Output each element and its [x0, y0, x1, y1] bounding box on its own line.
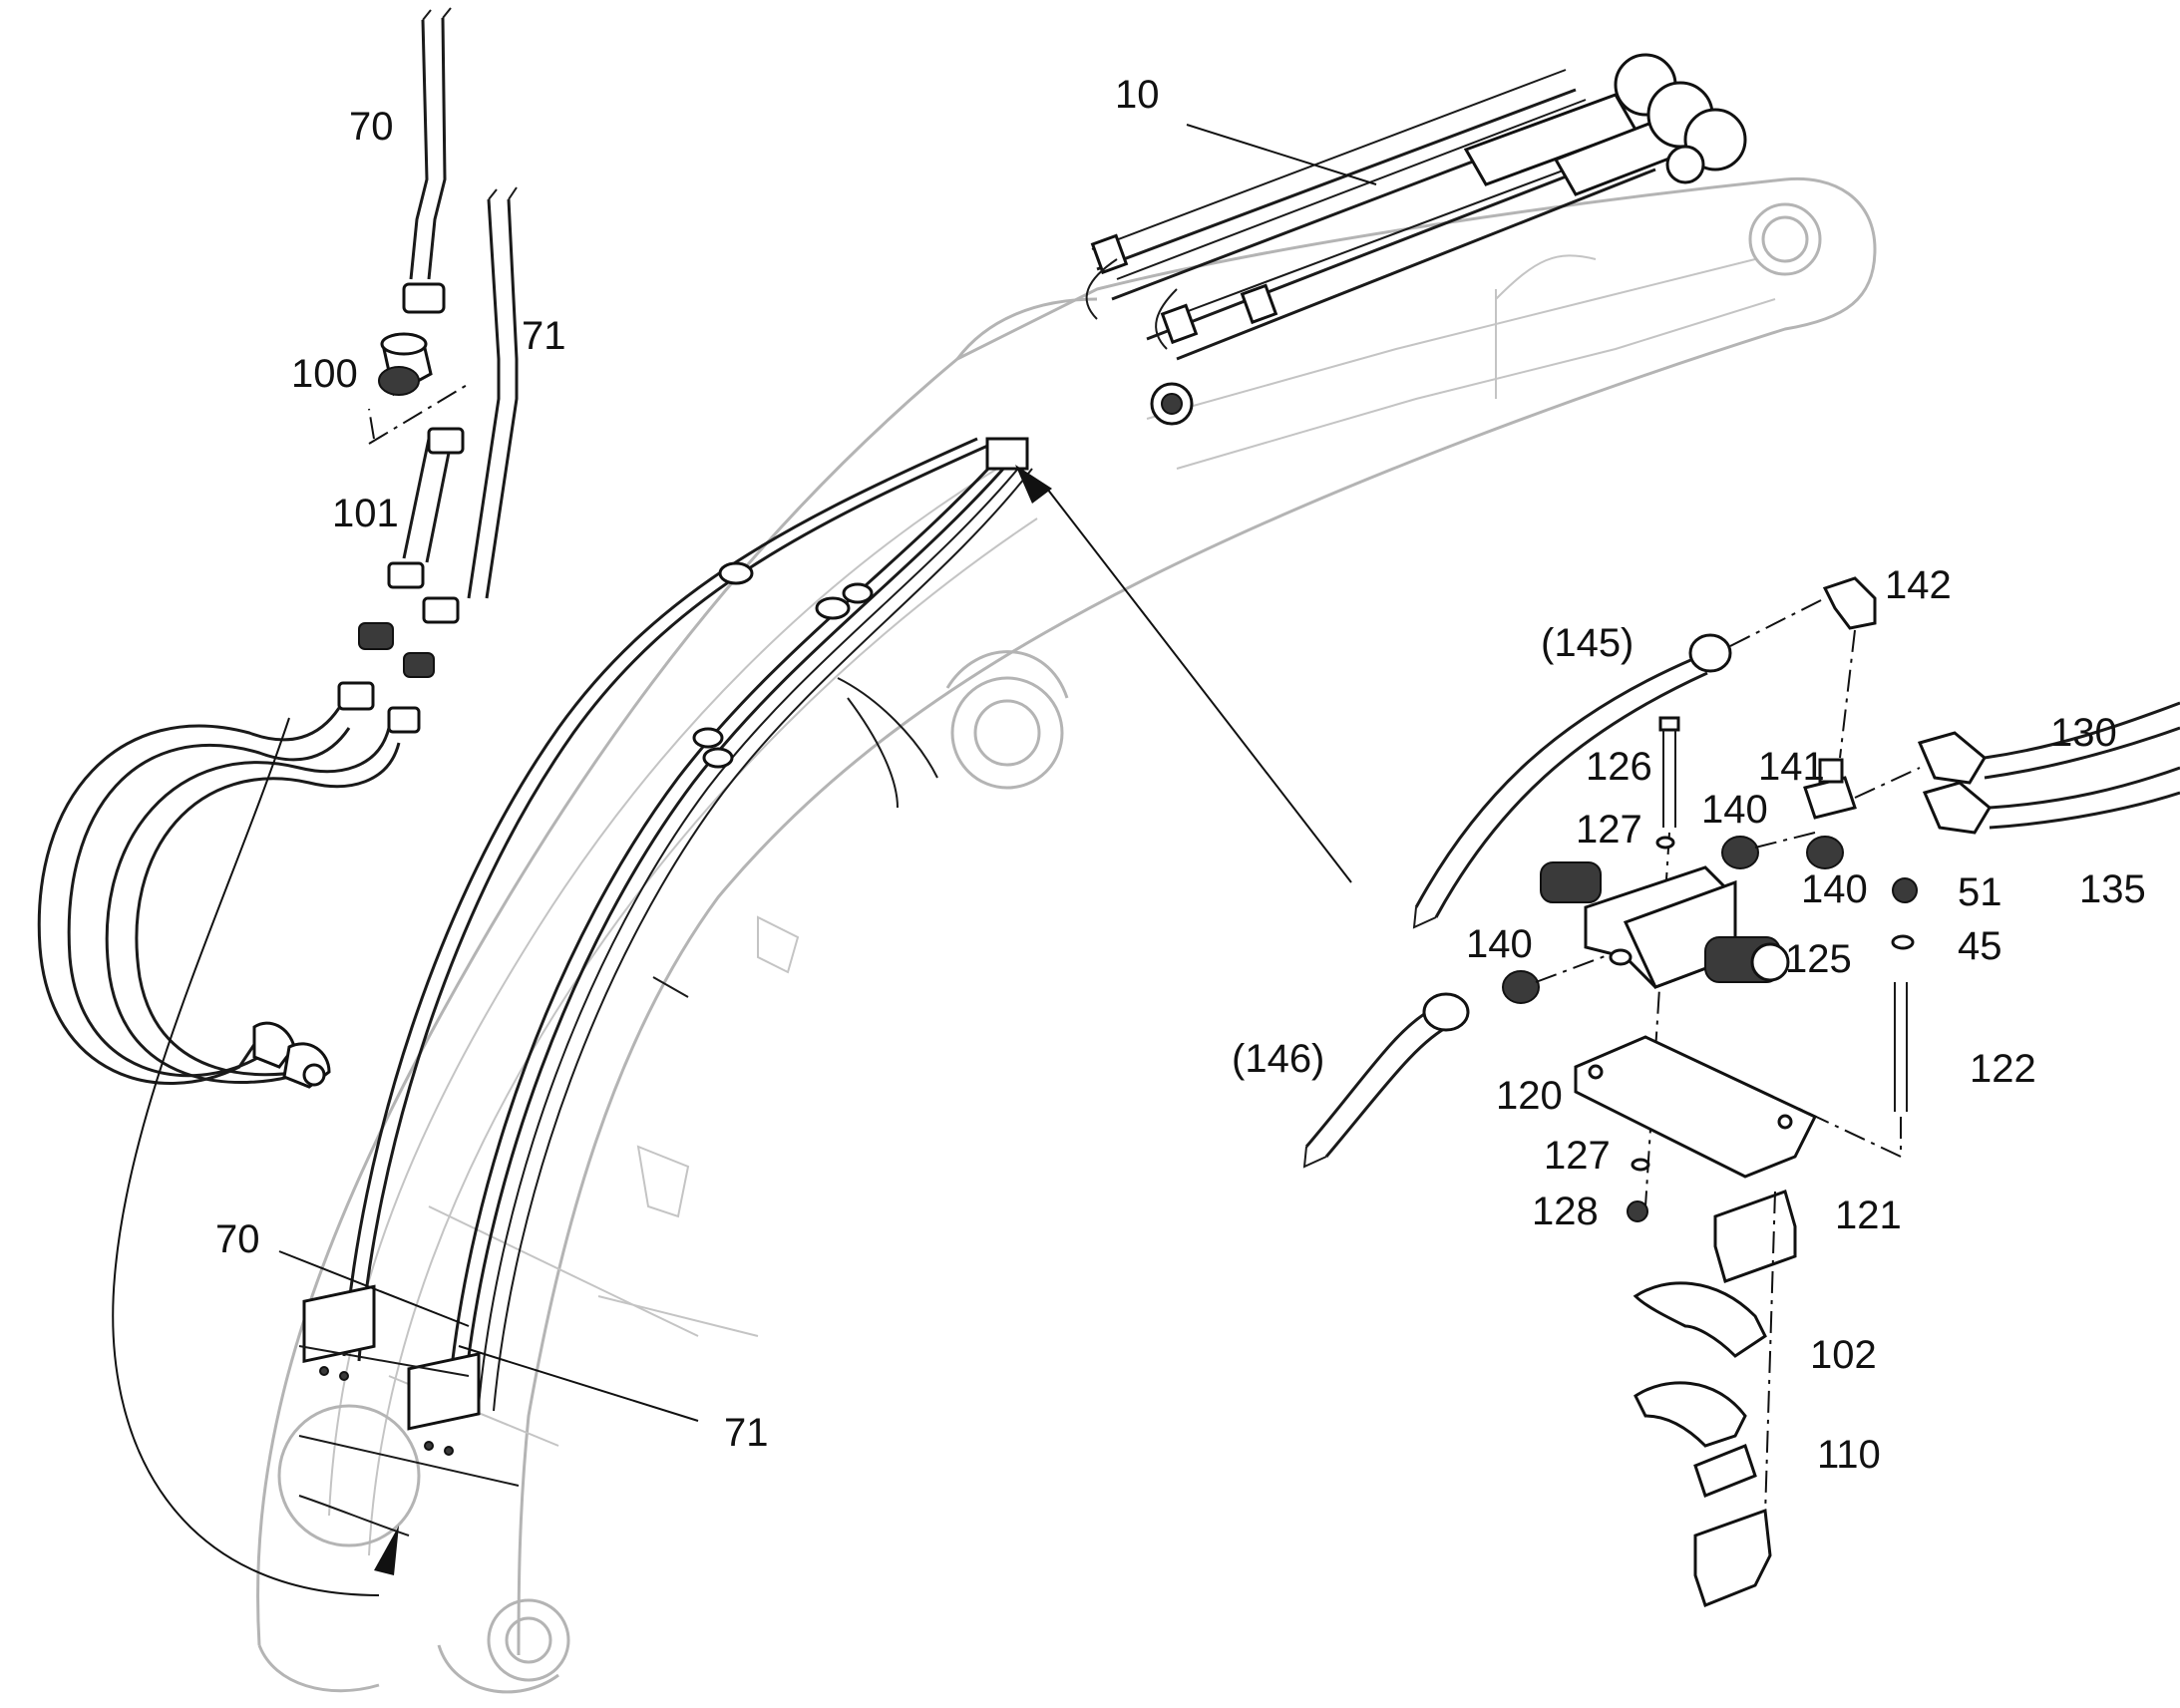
callout-70-bottom: 70 — [215, 1217, 260, 1261]
callout-125: 125 — [1785, 937, 1852, 981]
callout-146: (146) — [1232, 1037, 1324, 1081]
callout-126: 126 — [1586, 745, 1652, 789]
callout-127-bottom: 127 — [1544, 1134, 1611, 1178]
callout-10: 10 — [1115, 73, 1160, 117]
callout-71-bottom: 71 — [724, 1411, 769, 1455]
callout-140-b: 140 — [1801, 867, 1868, 911]
callout-110: 110 — [1817, 1433, 1881, 1477]
callout-121: 121 — [1835, 1194, 1902, 1237]
callout-70-top: 70 — [349, 105, 394, 149]
callout-140-c: 140 — [1466, 922, 1533, 966]
leader-10 — [1186, 124, 1377, 185]
left-detail — [37, 7, 519, 1596]
callout-51: 51 — [1958, 870, 2002, 914]
arrowhead-upper — [1015, 465, 1052, 504]
callout-145: (145) — [1541, 621, 1634, 665]
leader-71-bottom — [458, 1345, 699, 1422]
callout-122: 122 — [1970, 1047, 2036, 1091]
lower-valve-blocks — [298, 1284, 520, 1537]
callout-101: 101 — [332, 492, 399, 535]
callout-45: 45 — [1958, 924, 2002, 968]
boom-hose-run — [342, 437, 1033, 1412]
right-detail — [1302, 576, 2180, 1607]
leader-70-bottom — [278, 1250, 470, 1327]
callout-100: 100 — [291, 352, 358, 396]
callout-141: 141 — [1758, 745, 1825, 789]
callout-140-a: 140 — [1701, 788, 1768, 832]
boom-cylinder-assembly — [1085, 53, 1747, 426]
callout-102: 102 — [1810, 1333, 1877, 1377]
callout-142: 142 — [1885, 563, 1952, 607]
arrowhead-lower — [374, 1526, 399, 1575]
callout-135: 135 — [2079, 867, 2146, 911]
callout-128: 128 — [1532, 1190, 1599, 1233]
callout-120: 120 — [1496, 1074, 1563, 1118]
callout-127-top: 127 — [1576, 808, 1642, 852]
callout-71-top: 71 — [522, 314, 566, 358]
leader-detail-right — [1046, 488, 1352, 883]
callout-130: 130 — [2050, 711, 2117, 755]
